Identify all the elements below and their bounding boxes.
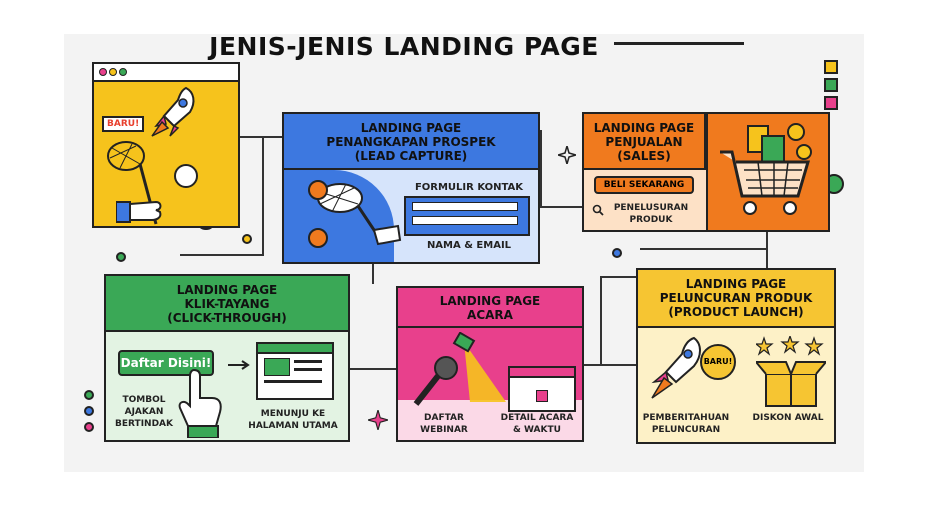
title-underline bbox=[614, 42, 744, 45]
webinar-label: DAFTAR WEBINAR bbox=[420, 413, 468, 435]
page-title: JENIS-JENIS LANDING PAGE bbox=[209, 32, 599, 61]
shopping-cart-icon bbox=[720, 123, 812, 215]
window-dot bbox=[119, 68, 127, 76]
deco-circle-yellow bbox=[242, 234, 252, 244]
mini-page-bar bbox=[258, 344, 332, 354]
gift-box-icon bbox=[756, 361, 826, 407]
mini-page-line bbox=[294, 368, 322, 371]
card-click-through: LANDING PAGE KLIK-TAYANG (CLICK-THROUGH)… bbox=[104, 274, 350, 442]
connector-line bbox=[262, 136, 264, 254]
card-lead-capture: LANDING PAGE PENANGKAPAN PROSPEK (LEAD C… bbox=[282, 112, 540, 264]
microphone-icon bbox=[413, 356, 458, 406]
connector-line bbox=[600, 276, 602, 366]
calendar-icon bbox=[508, 366, 576, 412]
deco-circle-blue bbox=[612, 248, 622, 258]
connector-line bbox=[584, 364, 638, 366]
calendar-check bbox=[536, 390, 548, 402]
detail-label: DETAIL ACARA & WAKTU bbox=[500, 413, 574, 435]
browse-label: PENELUSURAN PRODUK bbox=[613, 203, 689, 225]
deco-square-green bbox=[824, 78, 838, 92]
discount-label: DISKON AWAL bbox=[752, 413, 824, 423]
net-icon bbox=[317, 183, 402, 246]
deco-circle-pink bbox=[84, 422, 94, 432]
hand-icon bbox=[116, 200, 162, 223]
card-event: LANDING PAGE ACARA DAFTAR WEBINAR DETAIL… bbox=[396, 286, 584, 442]
event-heading: LANDING PAGE ACARA bbox=[398, 288, 582, 328]
buy-now-button[interactable]: BELI SEKARANG bbox=[594, 176, 694, 194]
card-product-launch: LANDING PAGE PELUNCURAN PRODUK (PRODUCT … bbox=[636, 268, 836, 444]
deco-square-pink bbox=[824, 96, 838, 110]
email-input[interactable] bbox=[412, 216, 518, 225]
launch-badge: BARU! bbox=[700, 344, 736, 380]
mini-page-block bbox=[264, 358, 290, 376]
deco-circle-blue bbox=[84, 406, 94, 416]
fields-label: NAMA & EMAIL bbox=[426, 240, 512, 251]
form-label: FORMULIR KONTAK bbox=[414, 182, 524, 193]
star-icon bbox=[756, 336, 824, 356]
lead-capture-heading: LANDING PAGE PENANGKAPAN PROSPEK (LEAD C… bbox=[284, 114, 538, 170]
mini-page-line bbox=[294, 360, 322, 363]
connector-line bbox=[372, 262, 374, 284]
deco-circle-green bbox=[116, 252, 126, 262]
window-dot bbox=[99, 68, 107, 76]
window-dot bbox=[109, 68, 117, 76]
target-label: MENUNJU KE HALAMAN UTAMA bbox=[248, 409, 338, 431]
search-icon bbox=[592, 204, 604, 216]
calendar-header bbox=[510, 368, 574, 378]
click-through-heading: LANDING PAGE KLIK-TAYANG (CLICK-THROUGH) bbox=[106, 276, 348, 332]
avatar bbox=[308, 180, 328, 200]
sparkle-icon bbox=[368, 410, 388, 430]
new-badge: BARU! bbox=[102, 116, 145, 132]
connector-line bbox=[540, 130, 542, 208]
rocket-icon bbox=[151, 86, 195, 137]
sparkle-icon bbox=[558, 146, 576, 164]
connector-line bbox=[540, 206, 584, 208]
card-intro: BARU! bbox=[92, 62, 240, 228]
pointer-hand-icon bbox=[178, 368, 222, 438]
connector-line bbox=[348, 368, 396, 370]
mini-page-icon bbox=[256, 342, 334, 400]
announce-label: PEMBERITAHUAN PELUNCURAN bbox=[642, 413, 730, 435]
mini-page-line bbox=[264, 380, 322, 383]
browser-bar bbox=[94, 64, 238, 82]
sales-heading: LANDING PAGE PENJUALAN (SALES) bbox=[584, 114, 706, 170]
rocket-icon bbox=[651, 336, 701, 399]
avatar bbox=[308, 228, 328, 248]
deco-circle-green bbox=[84, 390, 94, 400]
product-launch-heading: LANDING PAGE PELUNCURAN PRODUK (PRODUCT … bbox=[638, 270, 834, 328]
card-sales: LANDING PAGE PENJUALAN (SALES) BELI SEKA… bbox=[582, 112, 830, 232]
spotlight-icon bbox=[452, 332, 506, 402]
connector-line bbox=[180, 254, 264, 256]
arrow-right-icon bbox=[228, 360, 250, 370]
deco-square-yellow bbox=[824, 60, 838, 74]
connector-line bbox=[640, 248, 768, 250]
cta-label: TOMBOL AJAKAN BERTINDAK bbox=[115, 395, 173, 429]
avatar bbox=[174, 164, 198, 188]
connector-line bbox=[766, 232, 768, 268]
signup-button[interactable]: Daftar Disini! bbox=[118, 350, 214, 376]
name-input[interactable] bbox=[412, 202, 518, 211]
connector-line bbox=[600, 276, 636, 278]
